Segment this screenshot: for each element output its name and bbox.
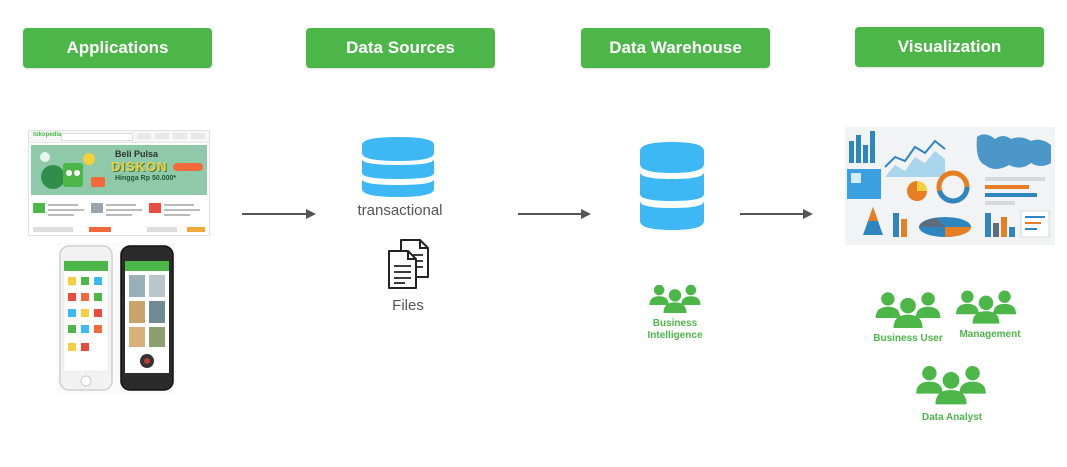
people-group-icon [956,290,1016,324]
files-icon [388,239,429,289]
website-search-box [61,133,133,141]
website-logo: tokopedia [33,132,62,138]
role-label-business-user: Business User [873,333,943,344]
website-feature-cell [33,201,89,225]
website-nav-button [173,133,187,139]
banner-text-line1: Beli Pulsa [115,149,159,159]
stage-header-data-sources: Data Sources [306,28,495,68]
stage-header-data-warehouse: Data Warehouse [581,28,770,68]
website-feature-thumb [91,203,103,213]
mobile-phones-illustration [59,245,174,391]
website-nav-button [137,133,151,139]
flow-arrow-warehouse-to-visualization [740,209,813,219]
website-screenshot: tokopedia Beli Pulsa DISKON Hingga Rp 50… [28,130,210,236]
visualization-dashboard-collage [845,127,1055,245]
banner-cta-pill [173,163,203,171]
mobile-app-screenshot [57,243,176,393]
files-label: Files [392,297,424,314]
website-nav-button [155,133,169,139]
people-group-icon [875,292,941,328]
database-icon [362,137,434,197]
stage-header-visualization: Visualization [855,27,1044,67]
banner-illustration [40,152,105,189]
website-feature-cell [149,201,205,225]
flow-arrow-apps-to-sources [242,209,316,219]
role-label-management: Management [959,329,1021,340]
website-feature-thumb [33,203,45,213]
stage-header-applications: Applications [23,28,212,68]
website-feature-thumb [149,203,161,213]
banner-text-line2: DISKON [111,159,168,174]
website-promo-banner: Beli Pulsa DISKON Hingga Rp 50.000* [31,145,207,195]
website-top-bar: tokopedia [29,131,209,143]
flow-arrow-sources-to-warehouse [518,209,591,219]
role-label-data-analyst: Data Analyst [921,412,983,423]
role-label-business-intelligence: Business Intelligence [647,318,703,341]
database-label-transactional: transactional [357,202,443,219]
banner-text-line3: Hingga Rp 50.000* [115,175,177,182]
database-icon [640,142,704,230]
website-feature-cell [91,201,147,225]
people-group-icon [916,366,986,405]
website-nav-button [191,133,205,139]
people-group-icon [649,284,701,313]
